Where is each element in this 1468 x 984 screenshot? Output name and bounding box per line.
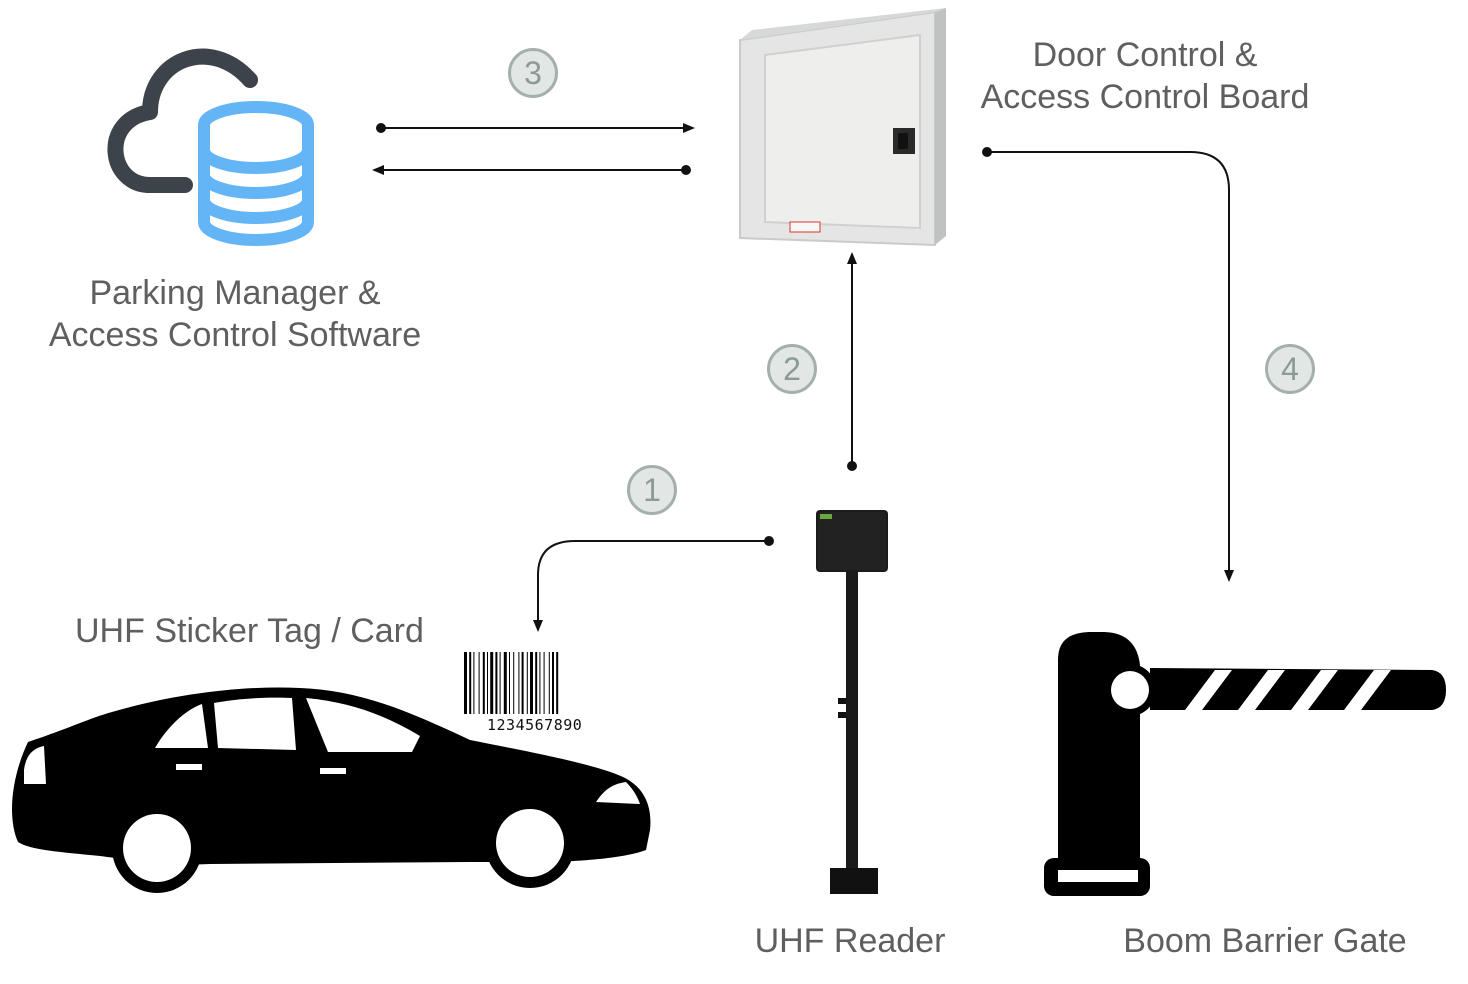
cloud-database-icon bbox=[107, 48, 314, 246]
barcode-bar bbox=[543, 652, 545, 714]
barcode-bar bbox=[513, 652, 515, 714]
barcode-bar bbox=[495, 652, 498, 714]
connector-reader-to-board bbox=[847, 252, 857, 471]
barcode-bar bbox=[526, 652, 528, 714]
car-silhouette-icon bbox=[12, 687, 651, 893]
barcode-bar bbox=[464, 652, 467, 714]
barcode-bar bbox=[499, 652, 501, 714]
electrical-panel-icon bbox=[739, 8, 946, 247]
control-board-label-line2: Access Control Board bbox=[980, 78, 1310, 116]
barcode-bar bbox=[490, 652, 494, 714]
barcode-bar bbox=[518, 652, 520, 714]
barcode-bar bbox=[552, 652, 554, 714]
connector-reader-to-tag bbox=[533, 536, 774, 632]
step-badge-3: 3 bbox=[508, 48, 558, 98]
step-badge-4: 4 bbox=[1265, 344, 1315, 394]
software-label: Parking Manager & Access Control Softwar… bbox=[30, 272, 440, 356]
barcode-bar bbox=[509, 652, 510, 714]
reader-label: UHF Reader bbox=[754, 922, 946, 960]
barcode-bar bbox=[503, 652, 507, 714]
tag-label: UHF Sticker Tag / Card bbox=[75, 612, 424, 650]
barcode-number: 1234567890 bbox=[487, 716, 583, 734]
control-board-label-line1: Door Control & bbox=[1032, 36, 1258, 74]
barcode-bar bbox=[469, 652, 472, 714]
barcode-bar bbox=[530, 652, 533, 714]
barcode-bar bbox=[487, 652, 488, 714]
step-badge-2: 2 bbox=[767, 344, 817, 394]
connector-board-to-software bbox=[372, 165, 691, 175]
barcode-bar bbox=[478, 652, 480, 714]
gate-label: Boom Barrier Gate bbox=[1123, 922, 1407, 960]
software-label-line2: Access Control Software bbox=[48, 316, 422, 354]
boom-barrier-icon bbox=[1044, 632, 1446, 896]
barcode-bar bbox=[548, 652, 550, 714]
connector-board-to-gate bbox=[982, 147, 1234, 582]
barcode-bar bbox=[539, 652, 541, 714]
barcode-bar bbox=[482, 652, 485, 714]
barcode-icon bbox=[464, 652, 559, 714]
connector-software-to-board bbox=[376, 123, 695, 133]
barcode-bar bbox=[556, 652, 559, 714]
step-badge-1: 1 bbox=[627, 465, 677, 515]
barcode-bar bbox=[473, 652, 475, 714]
control-board-label: Door Control & Access Control Board bbox=[960, 34, 1330, 118]
barcode-bar bbox=[535, 652, 538, 714]
uhf-reader-icon bbox=[816, 510, 888, 894]
software-label-line1: Parking Manager & bbox=[89, 274, 381, 312]
barcode-bar bbox=[521, 652, 524, 714]
